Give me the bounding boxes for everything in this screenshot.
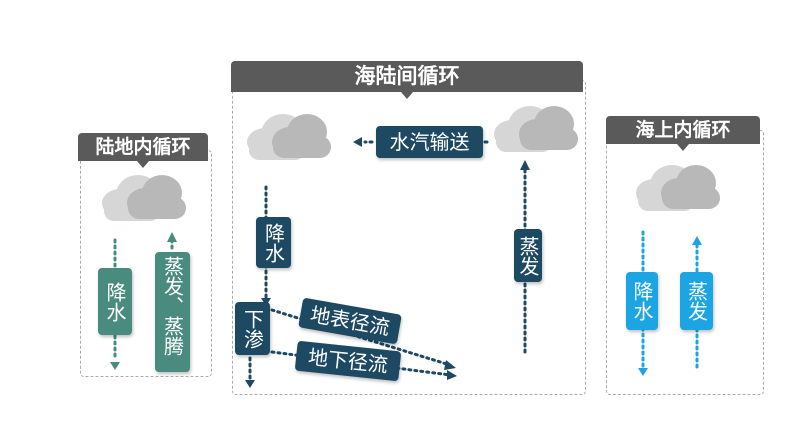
sea-cycle-title: 海上内循环 (606, 116, 760, 151)
sea-cycle-panel (606, 130, 764, 395)
sea-land-cycle-title: 海陆间循环 (231, 61, 583, 99)
land-cycle-panel (80, 150, 212, 377)
arrowheads (110, 137, 702, 388)
infiltration-label: 下渗 (235, 302, 270, 355)
land-precip-label: 降水 (98, 268, 132, 335)
sea-evap-label: 蒸发 (680, 272, 713, 330)
land-evap-label: 蒸发、蒸腾 (155, 252, 190, 372)
sea-precip-label: 降水 (626, 272, 658, 330)
land-cycle-title: 陆地内循环 (78, 133, 208, 168)
vapor-transport-label: 水汽输送 (376, 126, 483, 158)
sea-land-evap-label: 蒸发 (514, 229, 542, 282)
sea-land-precip-label: 降水 (256, 217, 291, 268)
